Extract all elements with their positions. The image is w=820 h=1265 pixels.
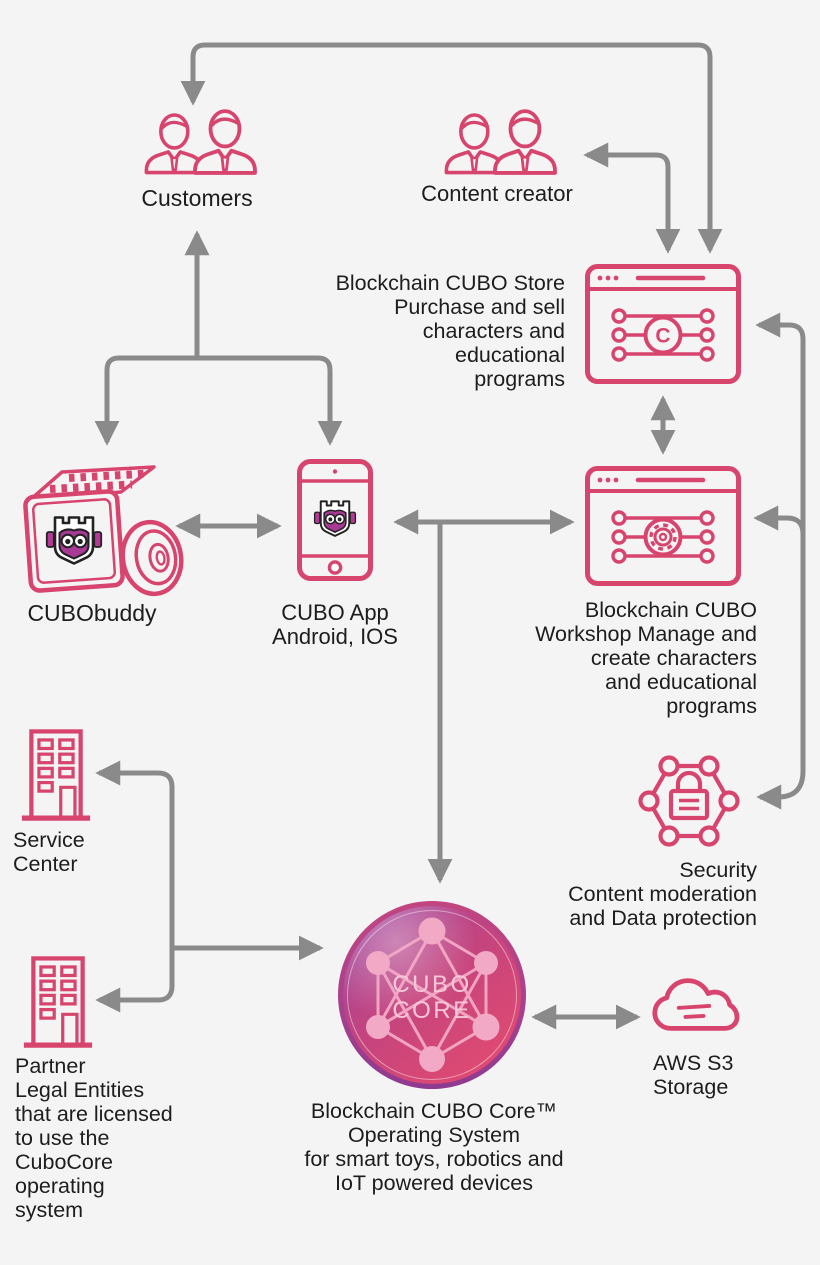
workshop-label-line: programs <box>666 694 757 718</box>
store-icon: C <box>585 264 741 384</box>
workshop-label-line: and educational <box>605 670 757 694</box>
core-badge-line1: CUBO <box>392 971 471 998</box>
core-label-line: IoT powered devices <box>335 1171 533 1195</box>
connector-security-bus <box>755 312 806 810</box>
partner-label-line: Partner <box>15 1054 86 1078</box>
security-icon <box>638 755 740 847</box>
partner-label-line: CuboCore <box>15 1150 113 1174</box>
content-creator-label: Content creator <box>421 181 573 206</box>
service-center-label-line: Center <box>13 852 78 876</box>
service-center-icon <box>21 729 91 821</box>
connector-bus-workshop <box>753 505 806 548</box>
lock-icon <box>668 770 710 821</box>
connector-contentcreator-store <box>583 142 681 254</box>
security-label-line: Content moderation <box>568 882 757 906</box>
security-label: Security Content moderation and Data pro… <box>568 858 757 930</box>
store-c-glyph: C <box>655 325 670 348</box>
core-network-icon: CUBO CORE <box>366 917 500 1072</box>
aws-cloud-icon <box>652 978 740 1031</box>
core-inner-ring <box>347 910 517 1080</box>
customers-icon <box>144 109 257 175</box>
cubo-core-icon: CUBO CORE <box>338 901 526 1089</box>
workshop-label-line: Workshop Manage and <box>535 622 757 646</box>
service-center-label: Service Center <box>13 828 85 876</box>
gear-icon <box>649 523 677 551</box>
aws-label: AWS S3 Storage <box>653 1051 733 1099</box>
partner-label-line: that are licensed <box>15 1102 173 1126</box>
aws-label-line: Storage <box>653 1075 729 1099</box>
store-label-line: characters and <box>422 319 565 343</box>
workshop-label-line: create characters <box>590 646 757 670</box>
partner-label-line: operating <box>15 1174 105 1198</box>
wheel-icon <box>120 519 184 597</box>
core-badge-line2: CORE <box>392 997 471 1024</box>
partner-label: Partner Legal Entities that are licensed… <box>15 1054 173 1222</box>
store-label-line: educational <box>455 343 565 367</box>
aws-label-line: AWS S3 <box>653 1051 734 1075</box>
store-label-line: Purchase and sell <box>394 295 565 319</box>
cubo-app-label: CUBO App Android, IOS <box>255 601 415 649</box>
core-label-line: Blockchain CUBO Core™ <box>310 1099 558 1123</box>
cubo-app-label-line: Android, IOS <box>272 624 398 649</box>
core-label: Blockchain CUBO Core™ Operating System f… <box>254 1099 614 1195</box>
cubo-app-icon <box>297 459 373 581</box>
connector-customers-store-top <box>180 42 723 254</box>
service-center-label-line: Service <box>13 828 85 852</box>
workshop-label: Blockchain CUBO Workshop Manage and crea… <box>535 598 757 718</box>
security-label-line: Security <box>679 858 757 882</box>
partner-icon <box>23 956 93 1048</box>
connector-service-partner <box>95 760 175 1013</box>
cubo-app-label-line: CUBO App <box>281 600 389 625</box>
store-label-line: Blockchain CUBO Store <box>335 271 565 295</box>
core-label-line: Operating System <box>347 1123 521 1147</box>
customers-label: Customers <box>141 185 253 211</box>
cubobuddy-label: CUBObuddy <box>27 600 157 626</box>
security-label-line: and Data protection <box>569 906 757 930</box>
workshop-label-line: Blockchain CUBO <box>584 598 757 622</box>
core-label-line: for smart toys, robotics and <box>304 1147 564 1171</box>
partner-label-line: to use the <box>15 1126 110 1150</box>
partner-label-line: system <box>15 1198 84 1222</box>
store-label-line: programs <box>474 367 565 391</box>
partner-label-line: Legal Entities <box>15 1078 145 1102</box>
content-creator-icon <box>444 109 557 175</box>
cubobuddy-icon <box>23 465 184 597</box>
workshop-icon <box>585 466 741 586</box>
connector-devices-branch <box>94 355 343 446</box>
store-label: Blockchain CUBO Store Purchase and sell … <box>336 271 565 391</box>
